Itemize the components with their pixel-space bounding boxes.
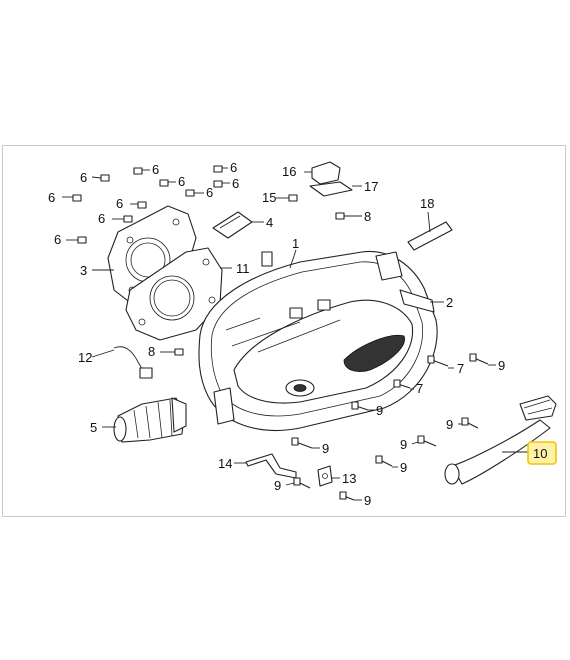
callout-7: 7 [457, 361, 464, 376]
callout-6: 6 [206, 185, 213, 200]
part-14-bracket [245, 453, 297, 479]
callout-9: 9 [274, 478, 281, 493]
callout-17: 17 [364, 179, 378, 194]
callout-6: 6 [232, 176, 239, 191]
callout-4: 4 [266, 215, 273, 230]
callout-6: 6 [98, 211, 105, 226]
callout-18: 18 [420, 196, 434, 211]
diagram-frame [2, 145, 566, 517]
callout-3: 3 [80, 263, 87, 278]
callout-9: 9 [400, 460, 407, 475]
part-12-sensor-cable [113, 346, 153, 379]
callout-7: 7 [416, 381, 423, 396]
part-16-cap [311, 161, 341, 185]
part-4-cover-plate [212, 211, 253, 239]
callout-9: 9 [400, 437, 407, 452]
callout-6: 6 [80, 170, 87, 185]
callout-6: 6 [152, 162, 159, 177]
callout-labels: 6 6 6 6 6 6 6 6 6 6 3 11 4 1 2 15 16 17 … [48, 160, 547, 508]
callout-8: 8 [148, 344, 155, 359]
leader-lines [62, 167, 528, 501]
callout-5: 5 [90, 420, 97, 435]
highlight-badge-10 [527, 441, 557, 465]
callout-9: 9 [322, 441, 329, 456]
callout-12: 12 [78, 350, 92, 365]
part-5-intake-duct [113, 397, 187, 443]
part-1-crankcase-cover [198, 250, 438, 431]
callout-10: 10 [533, 446, 547, 461]
callout-2: 2 [446, 295, 453, 310]
callout-9: 9 [376, 403, 383, 418]
callout-13: 13 [342, 471, 356, 486]
part-18-bracket [407, 221, 453, 251]
callout-6: 6 [116, 196, 123, 211]
part-10-kickstart-lever [444, 395, 557, 485]
callout-6: 6 [230, 160, 237, 175]
callout-8: 8 [364, 209, 371, 224]
part-17-bracket [309, 181, 353, 197]
callout-9: 9 [446, 417, 453, 432]
callout-6: 6 [48, 190, 55, 205]
callout-15: 15 [262, 190, 276, 205]
callout-11: 11 [236, 261, 250, 276]
callout-6: 6 [54, 232, 61, 247]
callout-9: 9 [498, 358, 505, 373]
callout-9: 9 [364, 493, 371, 508]
callout-1: 1 [292, 236, 299, 251]
part-13-clip [317, 465, 333, 487]
callout-6: 6 [178, 174, 185, 189]
callout-14: 14 [218, 456, 232, 471]
callout-16: 16 [282, 164, 296, 179]
